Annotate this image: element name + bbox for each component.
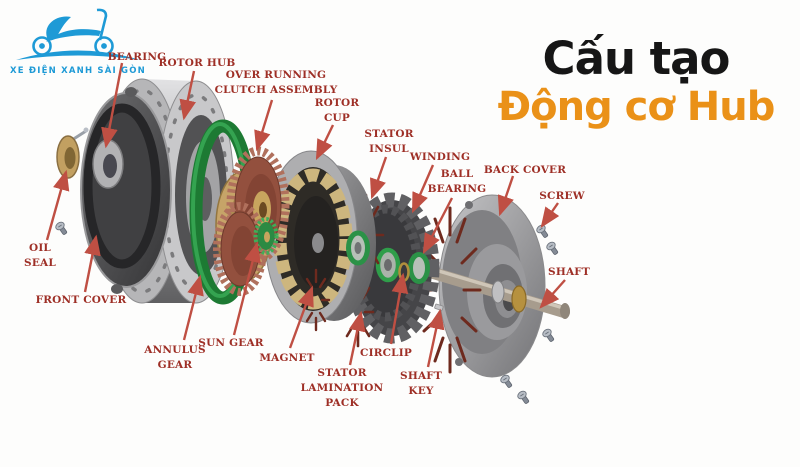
brand-logo: XE ĐIỆN XANH SÀI GÒN bbox=[6, 2, 150, 76]
arrow-bearing bbox=[101, 62, 124, 149]
arrow-screw bbox=[540, 202, 560, 228]
arrow-stator-lamination bbox=[348, 310, 366, 366]
label-stator-lamination: STATOR LAMINATION PACK bbox=[300, 367, 384, 409]
arrow-oil-seal bbox=[45, 169, 70, 241]
part-oil-seal bbox=[56, 127, 89, 179]
arrow-rotor-hub bbox=[179, 70, 196, 121]
label-shaft: SHAFT bbox=[548, 266, 590, 278]
label-magnet: MAGNET bbox=[259, 352, 315, 364]
part-ball-bearing-right bbox=[408, 252, 430, 284]
title-line2: Động cơ Hub bbox=[497, 83, 776, 130]
part-ball-bearing-left bbox=[346, 230, 370, 266]
label-ball-bearing: BALL BEARING bbox=[427, 168, 487, 195]
label-front-cover: FRONT COVER bbox=[35, 294, 127, 306]
arrow-front-cover bbox=[83, 234, 101, 293]
arrow-shaft bbox=[539, 279, 566, 309]
arrow-over-running bbox=[254, 99, 274, 152]
arrow-rotor-cup bbox=[315, 124, 335, 161]
label-stator-insul: STATOR INSUL bbox=[364, 128, 414, 155]
label-back-cover: BACK COVER bbox=[483, 164, 567, 176]
title-line1: Cấu tạo bbox=[542, 32, 731, 85]
arrow-ball-bearing bbox=[422, 197, 454, 255]
label-winding: WINDING bbox=[409, 151, 471, 163]
label-oil-seal: OIL SEAL bbox=[24, 242, 56, 269]
label-sun-gear: SUN GEAR bbox=[198, 337, 264, 349]
label-circlip: CIRCLIP bbox=[360, 347, 412, 359]
arrow-circlip bbox=[389, 272, 409, 345]
label-rotor-cup: ROTOR CUP bbox=[314, 97, 360, 124]
page-title: Cấu tạo Động cơ Hub bbox=[486, 34, 786, 130]
part-stator-insulator-cup bbox=[301, 268, 331, 332]
label-rotor-hub: ROTOR HUB bbox=[158, 57, 236, 69]
leader-arrows bbox=[45, 62, 566, 368]
label-annulus-gear: ANNULUS GEAR bbox=[144, 344, 206, 371]
arrow-shaft-key bbox=[426, 308, 445, 368]
label-over-running: OVER RUNNING CLUTCH ASSEMBLY bbox=[214, 69, 338, 96]
part-bearing bbox=[92, 139, 124, 189]
arrow-sun-gear bbox=[232, 241, 261, 336]
label-shaft-key: SHAFT KEY bbox=[400, 370, 442, 397]
arrow-magnet bbox=[288, 285, 314, 349]
label-bearing: BEARING bbox=[107, 51, 167, 63]
label-screw: SCREW bbox=[539, 190, 585, 202]
part-pinion-gear bbox=[253, 217, 279, 255]
arrow-winding bbox=[411, 164, 435, 214]
arrow-annulus-gear bbox=[182, 274, 204, 341]
scooter-logo-icon bbox=[16, 8, 140, 60]
arrow-stator-insul bbox=[370, 156, 388, 200]
arrow-back-cover bbox=[497, 175, 515, 217]
brand-name: XE ĐIỆN XANH SÀI GÒN bbox=[10, 66, 146, 76]
